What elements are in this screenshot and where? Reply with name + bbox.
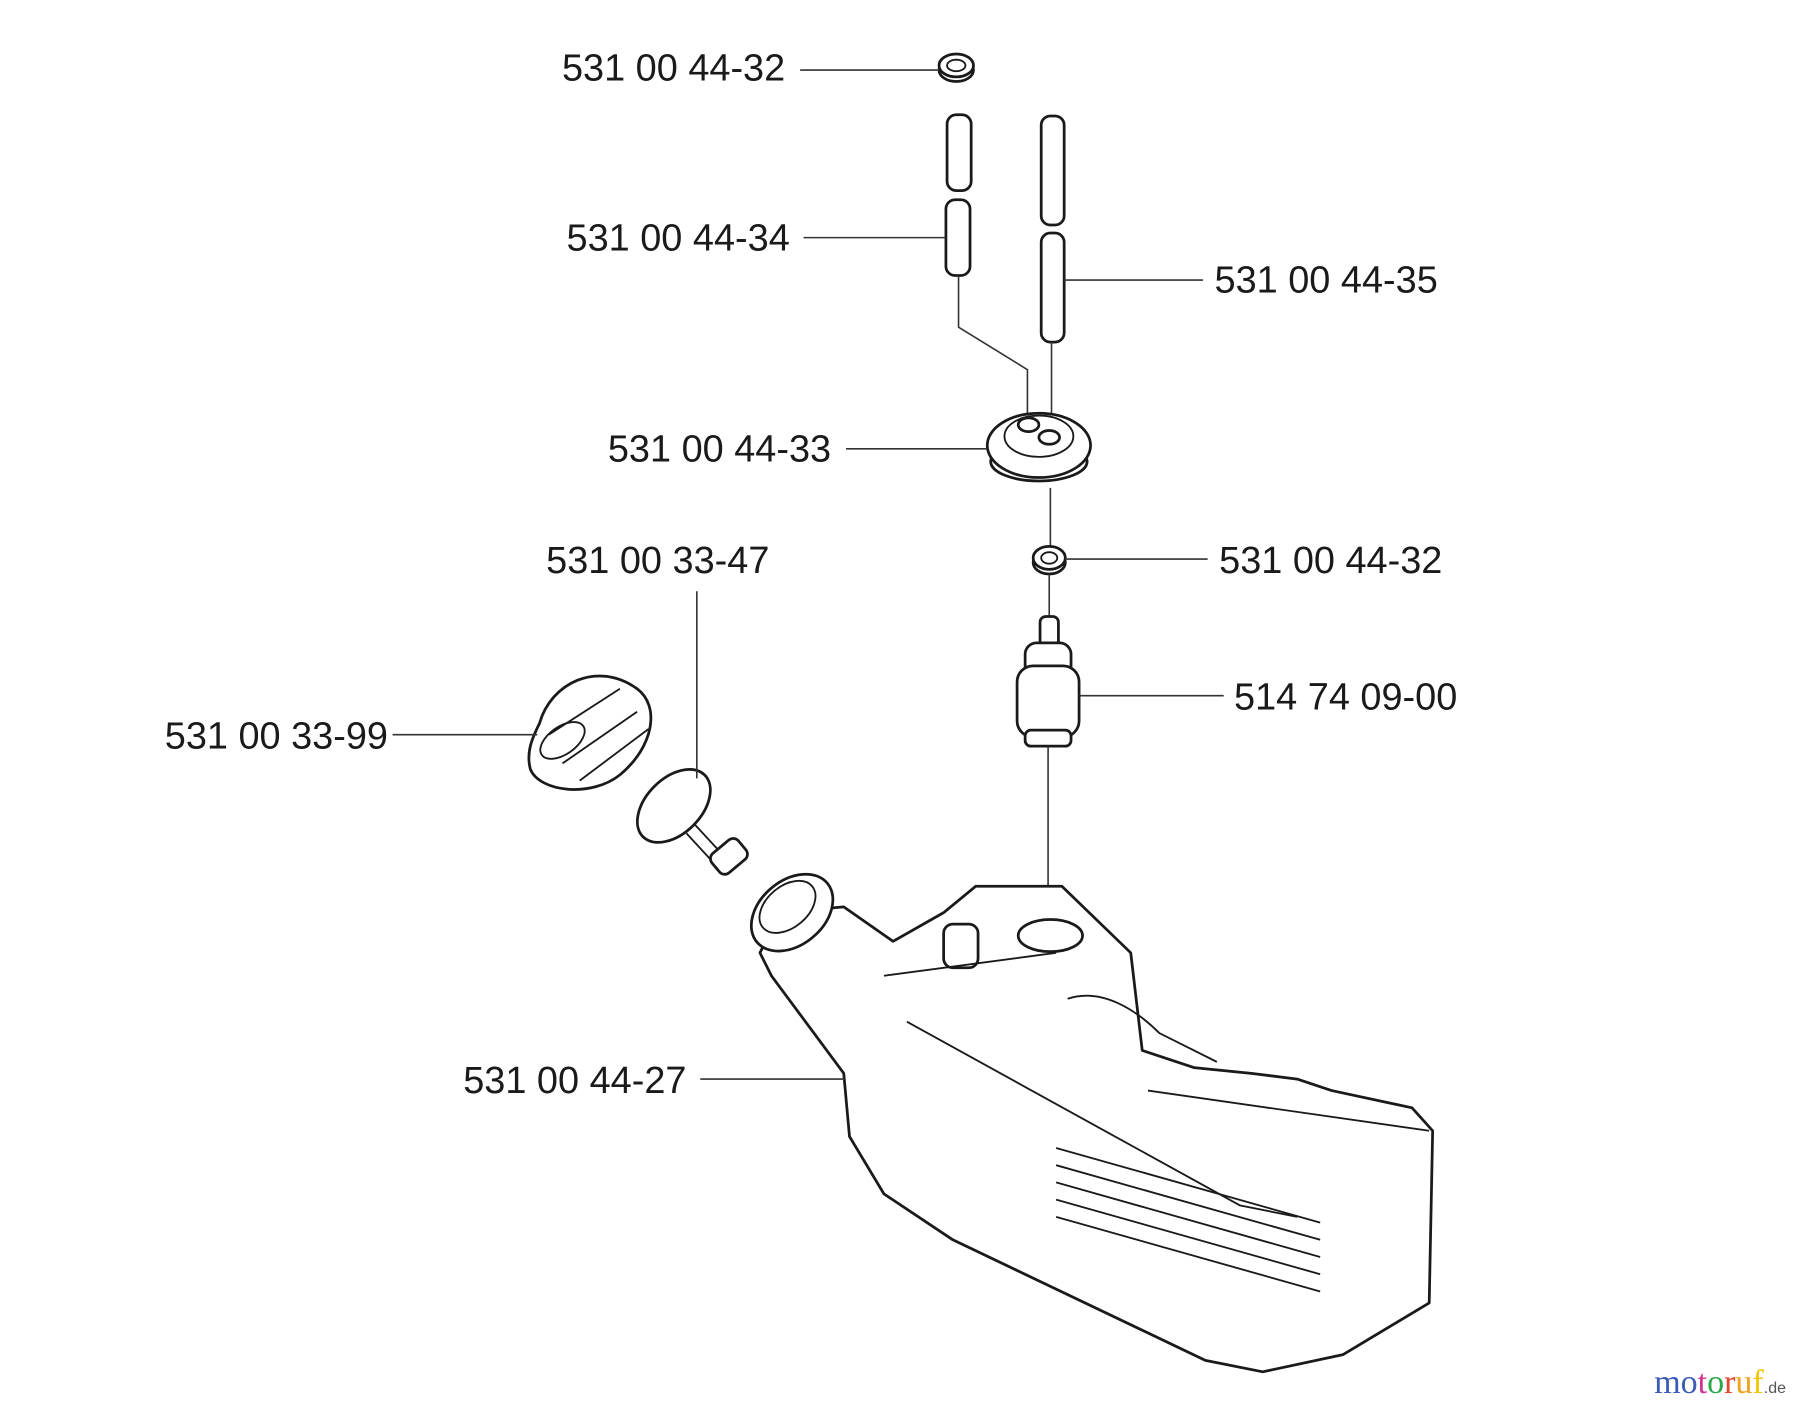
label-hose-right: 531 00 44-35	[1215, 260, 1438, 302]
label-washer-top: 531 00 44-32	[562, 47, 785, 89]
label-tank-cap: 531 00 33-99	[165, 715, 388, 757]
wm-letter: o	[1680, 1364, 1698, 1401]
leader-lines	[392, 69, 1224, 1080]
fuel-filter-part	[1015, 615, 1081, 936]
washer-mid-part	[1031, 545, 1067, 618]
wm-letter: u	[1735, 1364, 1753, 1401]
wm-letter: f	[1752, 1364, 1764, 1401]
filter-disc-part	[635, 768, 749, 876]
label-washer-mid: 531 00 44-32	[1219, 540, 1442, 582]
label-filter-disc: 531 00 33-47	[546, 540, 769, 582]
fuel-tank-part	[749, 872, 1435, 1374]
washer-top-part	[937, 52, 975, 83]
motoruf-watermark: motoruf.de	[1654, 1364, 1786, 1402]
hose-right-part	[1039, 114, 1066, 437]
label-fuel-tank: 531 00 44-27	[463, 1060, 686, 1102]
wm-suffix: .de	[1763, 1380, 1786, 1397]
label-grommet: 531 00 44-33	[608, 428, 831, 470]
wm-letter: t	[1697, 1364, 1708, 1401]
hose-left-part	[944, 113, 1029, 423]
wm-letter: m	[1654, 1364, 1681, 1401]
tank-cap-part	[527, 674, 653, 791]
label-fuel-filter: 514 74 09-00	[1234, 676, 1457, 718]
wm-letter: r	[1724, 1364, 1736, 1401]
wm-letter: o	[1707, 1364, 1725, 1401]
label-hose-left: 531 00 44-34	[567, 217, 790, 259]
grommet-part	[985, 411, 1092, 549]
